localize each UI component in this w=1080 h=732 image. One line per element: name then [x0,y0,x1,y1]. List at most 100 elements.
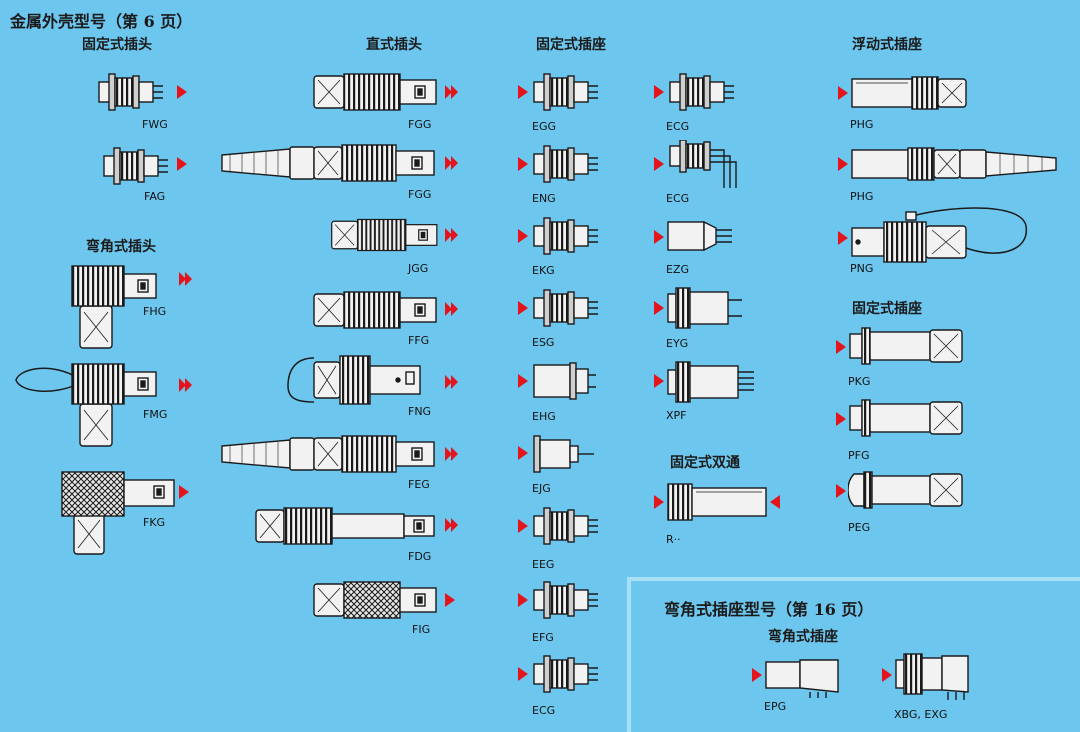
double-arrow-icon [445,302,459,316]
arrow-icon [177,157,187,171]
panel-title: 弯角式插座型号（第 16 页） [664,600,874,619]
arrow-icon [518,85,528,99]
label-peg: PEG [848,521,871,534]
fag-drawing [100,146,170,186]
connector-fkg [60,470,180,556]
connector-ecg-3 [530,654,600,694]
section-elbow-plug: 弯角式插头 [86,239,156,255]
label-fng: FNG [408,405,432,418]
connector-feg [220,434,440,474]
arrow-icon [518,374,528,388]
lanyard-icon [15,367,79,392]
page-title: 金属外壳型号（第 6 页） [10,12,193,31]
arrow-icon [838,157,848,171]
label-fhg: FHG [143,305,167,318]
panel-subtitle: 弯角式插座 [768,629,838,645]
fkg-drawing [61,471,175,555]
connector-fwg [95,72,165,112]
arrow-icon [445,593,455,607]
label-egg: EGG [532,120,556,133]
label-ejg: EJG [532,482,551,495]
connector-eng [530,144,600,184]
label-eyg: EYG [666,337,689,350]
label-phg-2: PHG [850,190,874,203]
connector-phg-1 [850,73,970,113]
label-ekg: EKG [532,264,555,277]
arrow-icon [836,340,846,354]
connector-xpf [667,361,754,403]
label-jgg: JGG [408,262,429,275]
arrow-icon [179,485,189,499]
label-pkg: PKG [848,375,871,388]
double-arrow-icon [445,85,459,99]
connector-pfg [848,398,968,438]
arrow-icon [518,229,528,243]
label-fig: FIG [412,623,431,636]
fmg-drawing [66,360,176,450]
arrow-icon [882,668,892,682]
connector-fag [100,146,170,186]
double-arrow-icon [445,156,459,170]
label-png: PNG [850,262,874,275]
label-xpf: XPF [666,409,687,422]
connector-ejg [533,435,594,473]
connector-fdg [255,507,435,545]
connector-jgg [330,216,442,254]
label-fwg: FWG [142,118,168,131]
section-fixed-socket: 固定式插座 [536,37,606,53]
arrow-icon [654,374,664,388]
connector-fmg [66,360,176,450]
connector-eyg [667,287,742,329]
connector-ffg [312,290,442,330]
elbow-socket-panel [627,577,1080,732]
arrow-icon [654,85,664,99]
label-ecg-1: ECG [666,120,690,133]
label-fgg-2: FGG [408,188,432,201]
connector-ecg-1 [666,72,736,112]
arrow-icon [752,668,762,682]
arrow-icon [838,86,848,100]
section-straight-plug: 直式插头 [366,37,422,53]
connector-ecg-2 [669,140,737,188]
label-ecg-2: ECG [666,192,690,205]
connector-efg [530,580,600,620]
label-pfg: PFG [848,449,870,462]
connector-png [851,207,1027,263]
label-fgg-1: FGG [408,118,432,131]
label-ehg: EHG [532,410,556,423]
double-arrow-icon [445,447,459,461]
label-phg-1: PHG [850,118,874,131]
section-fixed-coupler: 固定式双通 [670,455,740,471]
arrow-icon [518,446,528,460]
connector-peg [848,471,963,509]
label-ecg-3: ECG [532,704,556,717]
connector-pkg [848,326,968,366]
arrow-icon [518,519,528,533]
double-arrow-icon [445,518,459,532]
arrow-icon [838,231,848,245]
section-fixed-socket-2: 固定式插座 [852,301,922,317]
double-arrow-icon [179,378,193,392]
fwg-drawing [95,72,165,112]
arrow-icon [836,412,846,426]
double-arrow-icon [445,228,459,242]
double-arrow-icon [445,375,459,389]
arrow-icon [518,157,528,171]
arrow-icon [654,495,664,509]
connector-ekg [530,216,600,256]
connector-ehg [533,362,596,400]
arrow-icon [518,667,528,681]
connector-eeg [530,506,600,546]
label-feg: FEG [408,478,430,491]
connector-phg-2 [851,147,1057,181]
connector-fgg [312,72,442,112]
label-eeg: EEG [532,558,555,571]
double-arrow-icon [179,272,193,286]
label-epg: EPG [764,700,787,713]
arrow-icon [654,230,664,244]
arrow-left-icon [770,495,780,509]
connector-epg [765,659,839,698]
connector-esg [530,288,600,328]
section-fixed-plug: 固定式插头 [82,37,152,53]
arrow-icon [836,484,846,498]
